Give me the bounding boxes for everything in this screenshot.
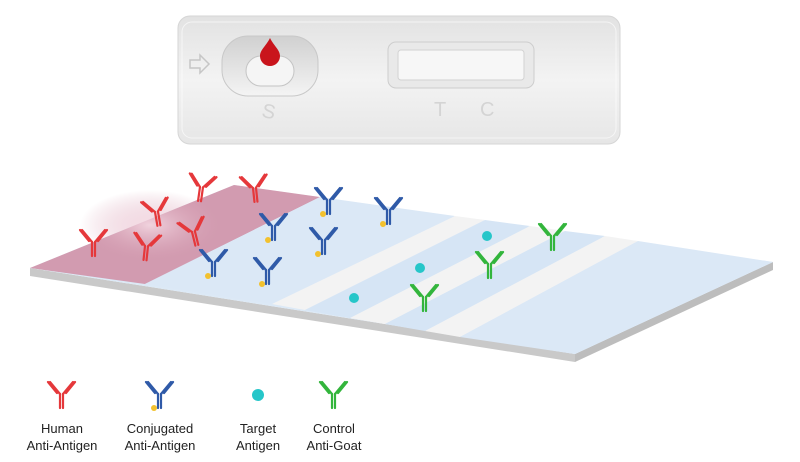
legend-control-anti-goat: Control Anti-Goat <box>294 420 374 454</box>
human-antibody-legend-icon <box>46 380 77 410</box>
test-line-label: T <box>434 99 446 121</box>
blood-drop-icon <box>260 38 280 66</box>
flow-arrow-icon <box>189 53 211 75</box>
legend-control-line2: Anti-Goat <box>306 438 362 453</box>
gold-particle <box>265 237 271 243</box>
legend-human-line1: Human <box>41 421 83 436</box>
gold-particle <box>315 251 321 257</box>
test-cassette: S T C <box>177 15 621 145</box>
sample-well[interactable] <box>221 35 319 97</box>
target-antigen <box>349 293 359 303</box>
conjugate-pad <box>145 197 455 304</box>
legend-human-line2: Anti-Antigen <box>26 438 98 453</box>
legend-icons <box>46 380 349 411</box>
gold-particle <box>320 211 326 217</box>
control-line-label: C <box>480 99 494 121</box>
control-antibody-legend-icon <box>318 380 349 410</box>
control-line-zone <box>385 231 605 331</box>
result-window <box>387 41 535 89</box>
test-strip <box>30 185 773 362</box>
conjugated-anti-antigen-group <box>198 186 404 287</box>
legend-conjugated-line1: Conjugated <box>126 421 194 436</box>
legend-conjugated-line2: Anti-Antigen <box>124 438 196 453</box>
legend-target-line2: Antigen <box>235 438 281 453</box>
conjugated-antibody-legend-icon <box>144 380 175 411</box>
target-antigen <box>482 231 492 241</box>
target-antigen-group <box>349 231 492 303</box>
legend-target-line1: Target <box>239 421 277 436</box>
gold-particle <box>380 221 386 227</box>
legend-target-antigen: Target Antigen <box>222 420 294 454</box>
target-antigen <box>415 263 425 273</box>
absorbent-pad <box>460 241 773 354</box>
legend-control-line1: Control <box>313 421 355 436</box>
legend-human-anti-antigen: Human Anti-Antigen <box>10 420 114 454</box>
target-antigen-legend-icon <box>252 389 264 401</box>
gold-particle <box>259 281 265 287</box>
legend-conjugated-anti-antigen: Conjugated Anti-Antigen <box>108 420 212 454</box>
sample-label: S <box>260 100 278 124</box>
gold-particle <box>205 273 211 279</box>
